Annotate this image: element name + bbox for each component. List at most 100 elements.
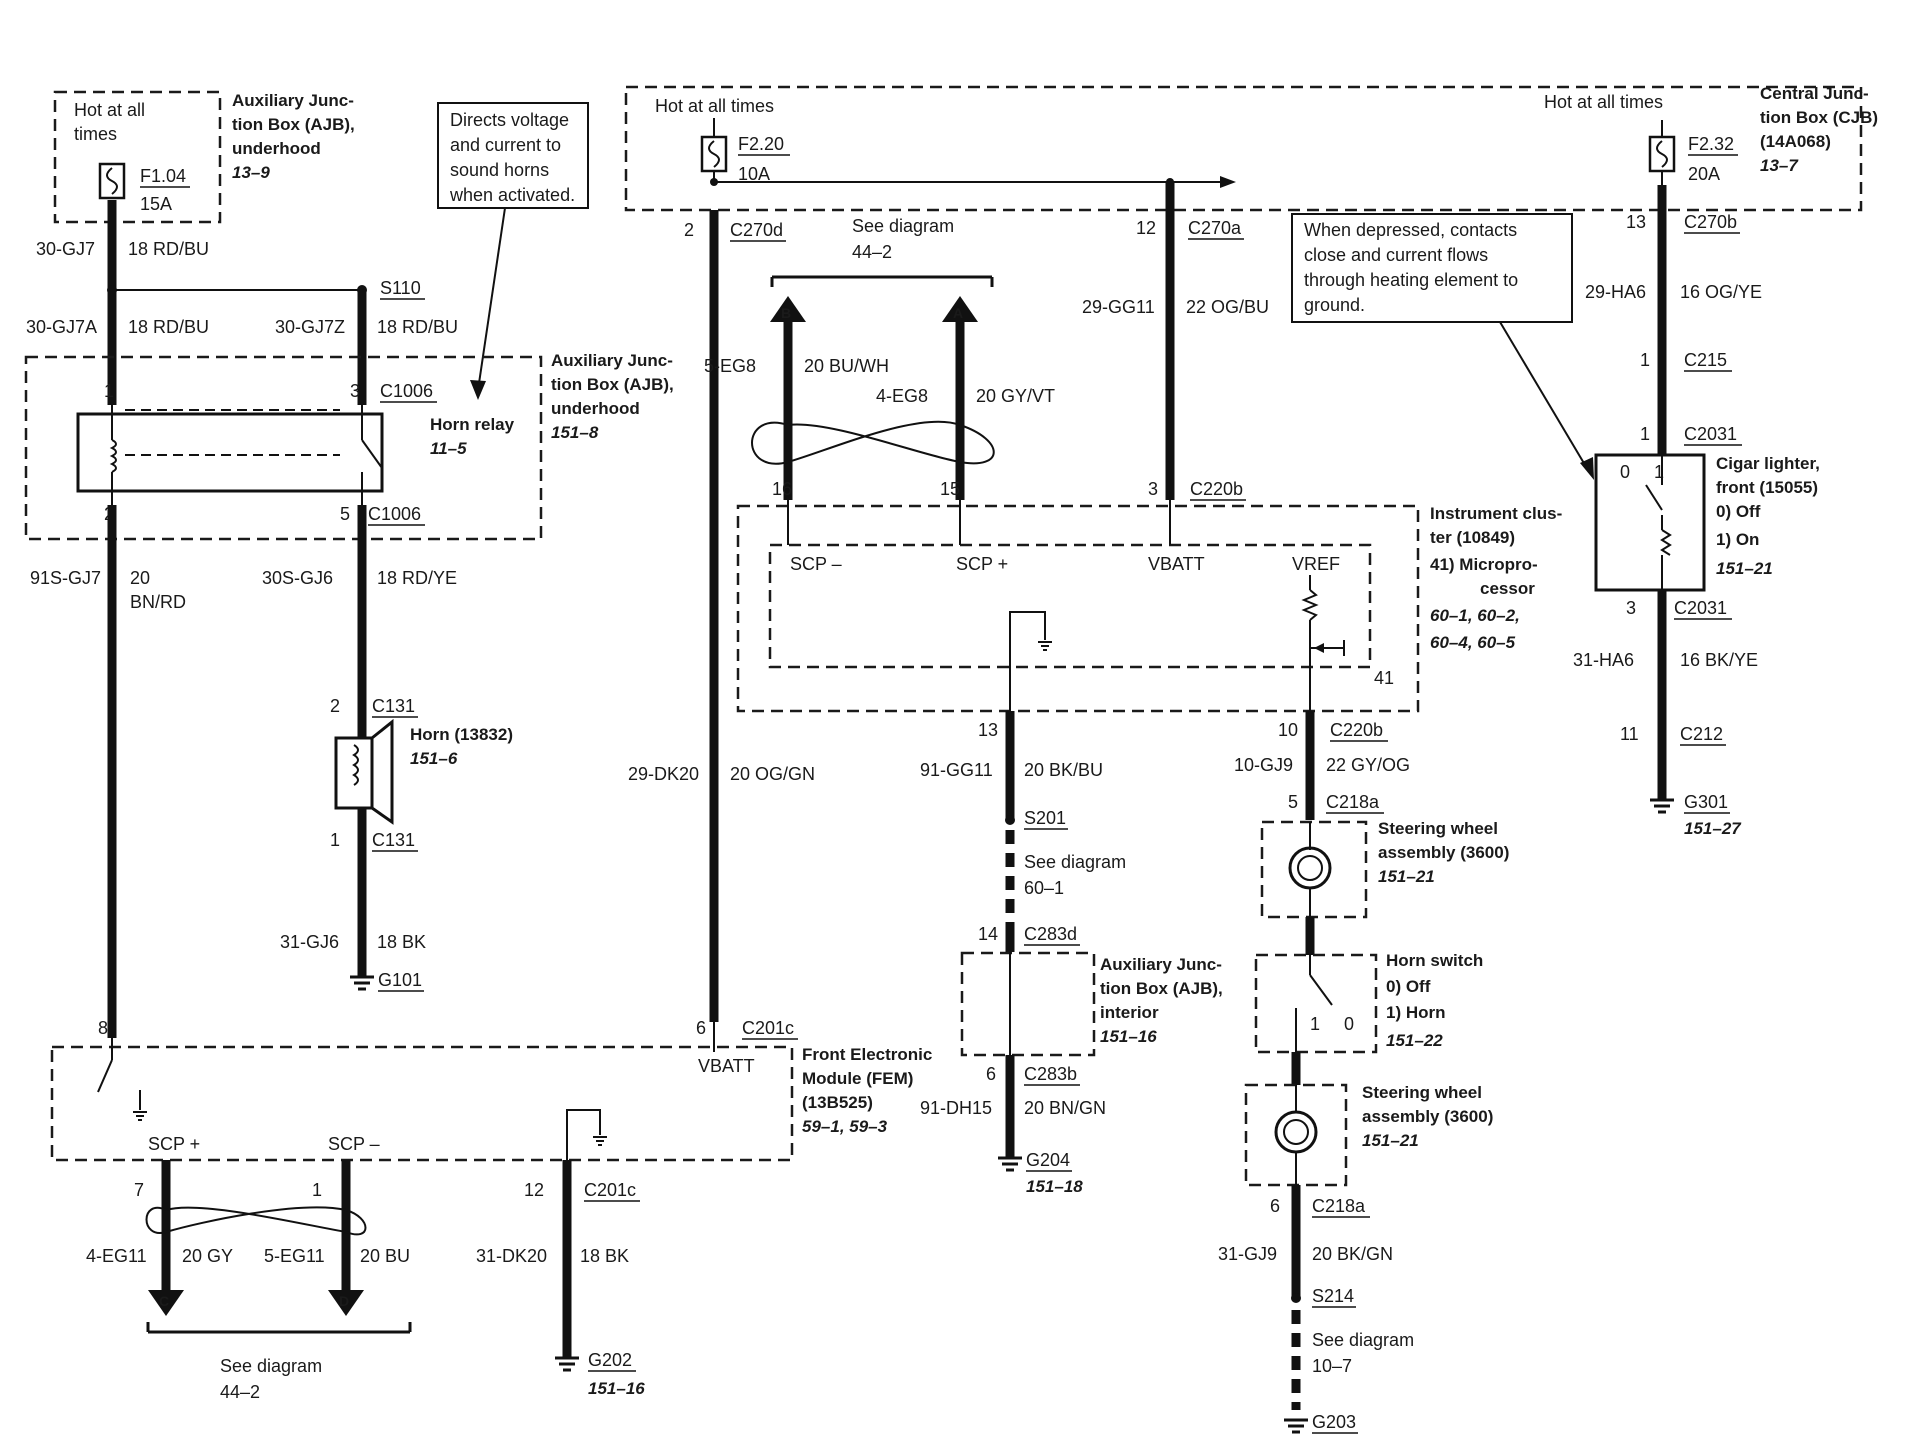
wire-color: 16 BK/YE xyxy=(1680,650,1758,670)
pin-number: 8 xyxy=(98,1018,108,1038)
component-ref: 151–21 xyxy=(1378,867,1435,886)
note-text: sound horns xyxy=(450,160,549,180)
note-text: and current to xyxy=(450,135,561,155)
wire-circuit: 5-EG8 xyxy=(704,356,756,376)
arrow-letter: C xyxy=(159,1293,169,1309)
hot-at-all-times-label: times xyxy=(74,124,117,144)
component-name: cessor xyxy=(1480,579,1535,598)
wire-circuit: 91-GG11 xyxy=(920,760,993,780)
pin-number: 3 xyxy=(1148,479,1158,499)
ground-ref: 151–18 xyxy=(1026,1177,1083,1196)
arrow-letter: A xyxy=(953,305,963,321)
wire-color: 20 BK/BU xyxy=(1024,760,1103,780)
component-name: interior xyxy=(1100,1003,1159,1022)
component-name: 0) Off xyxy=(1716,502,1761,521)
connector-arrow-b xyxy=(770,296,806,322)
connector-id: C2031 xyxy=(1684,424,1737,444)
horn-relay-icon xyxy=(76,412,384,493)
component-ref: 60–1, 60–2, xyxy=(1430,606,1520,625)
connector-id: C1006 xyxy=(368,504,421,524)
connector-id: C201c xyxy=(742,1018,794,1038)
wire-circuit: 31-HA6 xyxy=(1573,650,1634,670)
note-text: When depressed, contacts xyxy=(1304,220,1517,240)
switch-position: 0 xyxy=(1344,1014,1354,1034)
connector-id: C201c xyxy=(584,1180,636,1200)
ground-icon xyxy=(998,1156,1022,1172)
pin-number: 3 xyxy=(350,381,360,401)
pin-number: 6 xyxy=(696,1018,706,1038)
ajb-interior-box xyxy=(960,951,1096,1057)
component-name: 0) Off xyxy=(1386,977,1431,996)
see-diagram-label: See diagram xyxy=(852,216,954,236)
fuse-rating: 15A xyxy=(140,194,172,214)
steering-wheel-box-1 xyxy=(1260,820,1368,919)
component-name: tion Box (AJB), xyxy=(551,375,674,394)
pin-number: 1 xyxy=(330,830,340,850)
see-diagram-ref: 10–7 xyxy=(1312,1356,1352,1376)
component-name: underhood xyxy=(551,399,640,418)
wire-color: 20 BU/WH xyxy=(804,356,889,376)
pin-number: 7 xyxy=(134,1180,144,1200)
wire-circuit: 4-EG8 xyxy=(876,386,928,406)
ajb-underhood-relay-box xyxy=(24,355,543,541)
wire-color: 18 RD/BU xyxy=(128,317,209,337)
component-name: (13B525) xyxy=(802,1093,873,1112)
component-name: Auxiliary Junc- xyxy=(232,91,354,110)
pin-number: 12 xyxy=(1136,218,1156,238)
wire-circuit: 29-GG11 xyxy=(1082,297,1155,317)
component-ref: 151–21 xyxy=(1716,559,1773,578)
wire-color: 18 BK xyxy=(580,1246,629,1266)
wire-color: 22 GY/OG xyxy=(1326,755,1410,775)
ground-ref: 151–16 xyxy=(588,1379,645,1398)
connector-id: C270a xyxy=(1188,218,1242,238)
front-electronic-module-box xyxy=(50,1045,794,1162)
pin-label: SCP – xyxy=(790,554,842,574)
pin-number: 12 xyxy=(524,1180,544,1200)
wire-color: 18 RD/BU xyxy=(377,317,458,337)
wire-circuit: 31-DK20 xyxy=(476,1246,547,1266)
component-ref: 151–6 xyxy=(410,749,458,768)
connector-id: C270d xyxy=(730,220,783,240)
splice-dot xyxy=(1005,815,1015,825)
component-name: 1) Horn xyxy=(1386,1003,1446,1022)
component-name: Front Electronic xyxy=(802,1045,932,1064)
component-ref: 151–22 xyxy=(1386,1031,1443,1050)
connector-id: C212 xyxy=(1680,724,1723,744)
component-ref: 151–21 xyxy=(1362,1131,1419,1150)
wire-color: 20 GY/VT xyxy=(976,386,1055,406)
ground-id: G202 xyxy=(588,1350,632,1370)
switch-position: 1 xyxy=(1310,1014,1320,1034)
wire-color: 16 OG/YE xyxy=(1680,282,1762,302)
microprocessor-box xyxy=(768,543,1372,669)
wire-circuit: 91-DH15 xyxy=(920,1098,992,1118)
wire-circuit: 31-GJ9 xyxy=(1218,1244,1277,1264)
hot-at-all-times-label: Hot at all times xyxy=(655,96,774,116)
component-name: Auxiliary Junc- xyxy=(551,351,673,370)
connector-id: C1006 xyxy=(380,381,433,401)
component-name: Module (FEM) xyxy=(802,1069,913,1088)
pin-number: 13 xyxy=(978,720,998,740)
component-name: Central Junc- xyxy=(1760,84,1869,103)
wire-circuit: 29-DK20 xyxy=(628,764,699,784)
wire-color: 20 BU xyxy=(360,1246,410,1266)
component-name: front (15055) xyxy=(1716,478,1818,497)
pin-number: 6 xyxy=(1270,1196,1280,1216)
wire-circuit: 30-GJ7A xyxy=(26,317,97,337)
pin-label: SCP + xyxy=(956,554,1008,574)
component-name: 41) Micropro- xyxy=(1430,555,1538,574)
horn-icon xyxy=(334,718,394,825)
note-text: ground. xyxy=(1304,295,1365,315)
fuse-rating: 10A xyxy=(738,164,770,184)
horn-switch-box xyxy=(1254,953,1378,1054)
clockspring-icon xyxy=(1274,1110,1318,1154)
wire-circuit: 30S-GJ6 xyxy=(262,568,333,588)
ground-icon xyxy=(1284,1418,1308,1434)
component-name: Auxiliary Junc- xyxy=(1100,955,1222,974)
pin-number: 2 xyxy=(684,220,694,240)
switch-position: 1 xyxy=(1654,462,1664,482)
pin-number: 1 xyxy=(312,1180,322,1200)
wire-circuit: 29-HA6 xyxy=(1585,282,1646,302)
component-name: Instrument clus- xyxy=(1430,504,1562,523)
fuse-id: F1.04 xyxy=(140,166,186,186)
